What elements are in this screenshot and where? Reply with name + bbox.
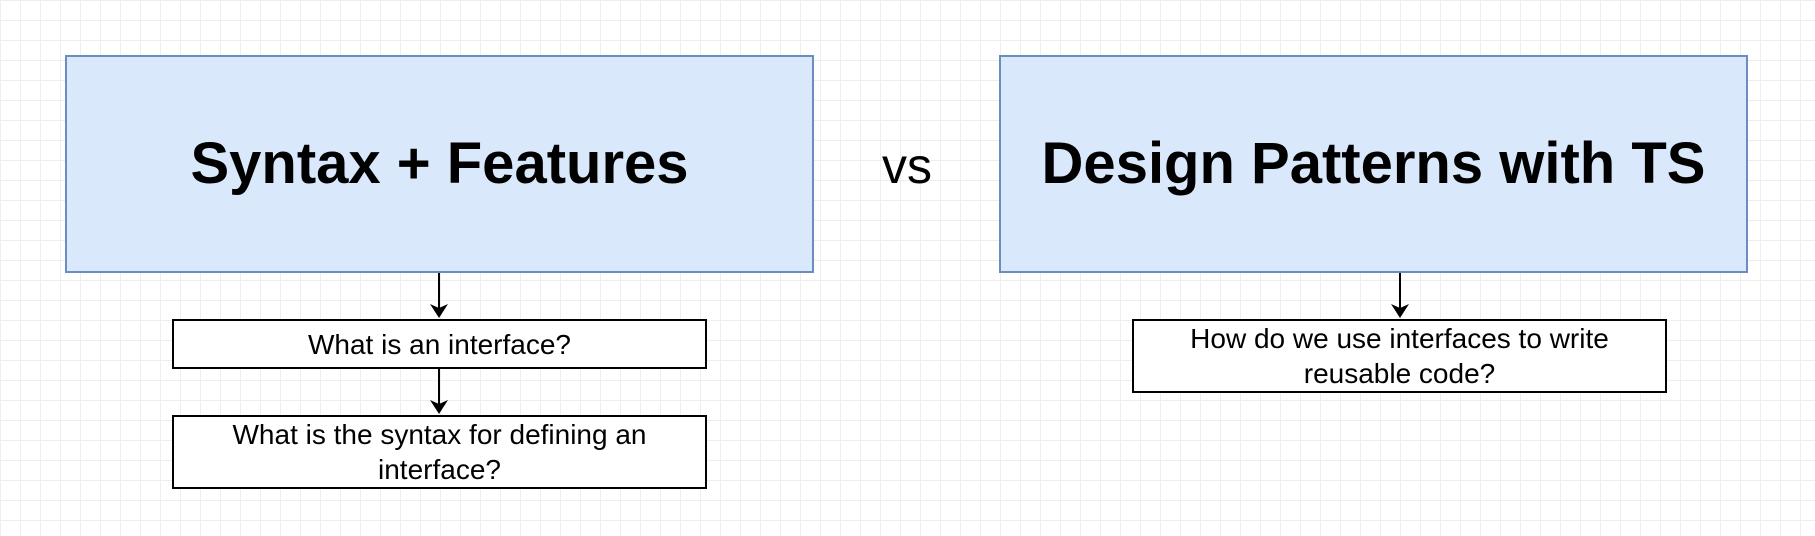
syntax-features-label: Syntax + Features [190, 131, 689, 196]
vs-label: vs [882, 138, 932, 194]
question-label: What is the syntax for defining an inter… [232, 419, 647, 485]
question-label: How do we use interfaces to write reusab… [1190, 323, 1609, 389]
arrow-interface-to-syntax-question [430, 369, 448, 414]
design-patterns-box[interactable]: Design Patterns with TS [999, 55, 1748, 273]
design-patterns-label: Design Patterns with TS [1041, 131, 1706, 196]
question-interface-syntax[interactable]: What is the syntax for defining an inter… [172, 415, 707, 489]
syntax-features-box[interactable]: Syntax + Features [65, 55, 814, 273]
question-reusable-code[interactable]: How do we use interfaces to write reusab… [1132, 319, 1667, 393]
question-what-is-interface[interactable]: What is an interface? [172, 319, 707, 369]
question-label: What is an interface? [307, 328, 572, 360]
arrow-patterns-to-reusable [1391, 273, 1409, 318]
arrow-syntax-to-interface [430, 273, 448, 318]
